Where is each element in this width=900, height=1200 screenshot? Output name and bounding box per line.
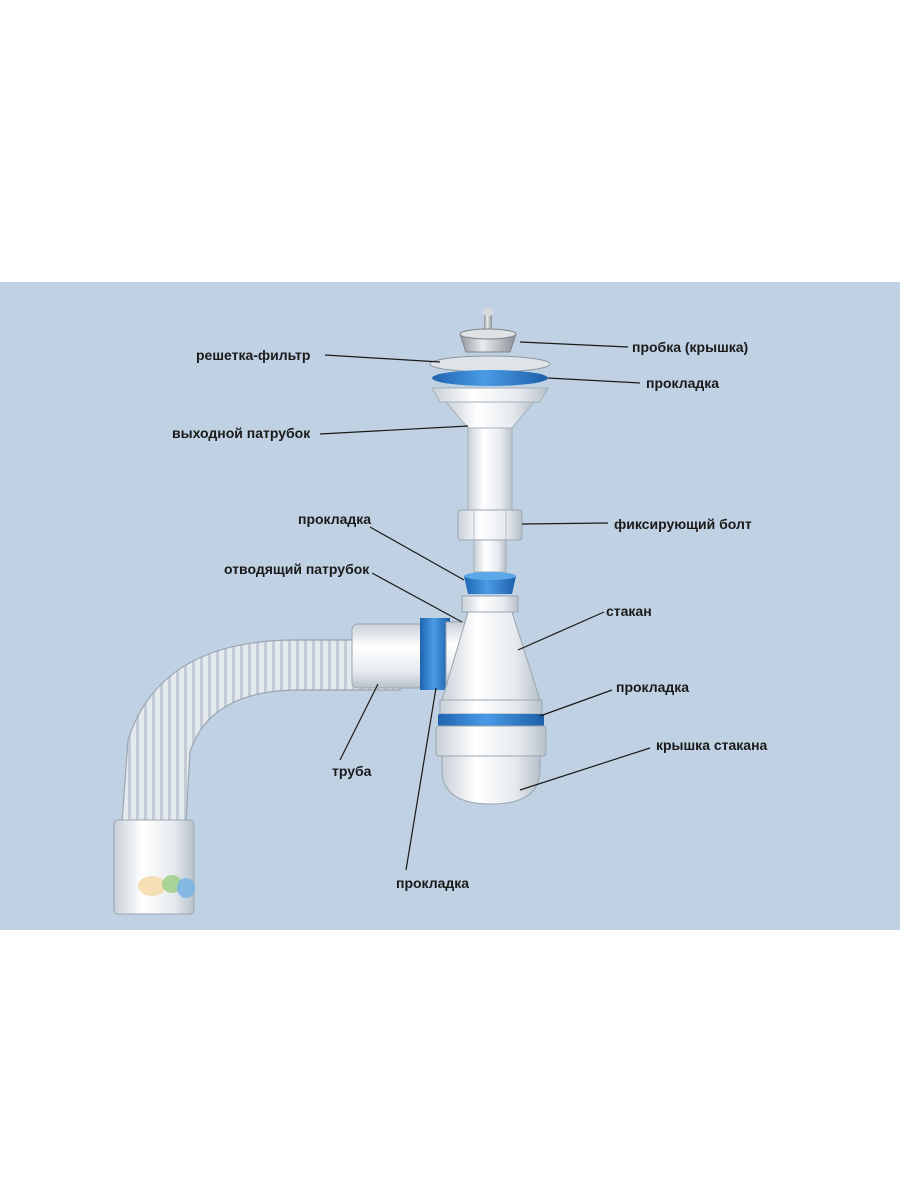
leader-cup	[518, 612, 604, 650]
leader-fixing-bolt	[522, 523, 608, 524]
label-branch-pipe: отводящий патрубок	[224, 561, 370, 577]
lower-gasket-part	[438, 714, 544, 726]
leader-gasket-bottom	[406, 688, 436, 870]
label-fixing-bolt: фиксирующий болт	[614, 516, 752, 532]
leader-grate	[325, 355, 440, 362]
label-gasket-bottom: прокладка	[396, 875, 469, 891]
label-outlet-pipe: выходной патрубок	[172, 425, 311, 441]
leader-gasket-mid	[370, 527, 464, 580]
label-cup-cap: крышка стакана	[656, 737, 768, 753]
leader-branch-pipe	[372, 573, 462, 622]
middle-gasket-part	[464, 572, 516, 594]
cup-part	[440, 596, 542, 714]
leader-gasket-lower	[540, 690, 612, 716]
leader-plug	[520, 342, 628, 347]
fixing-bolt-part	[458, 510, 522, 540]
leader-gasket-top	[548, 378, 640, 383]
outlet-pipe-part	[432, 388, 548, 572]
leader-pipe	[340, 684, 378, 760]
cup-cap-part	[436, 726, 546, 804]
label-plug: пробка (крышка)	[632, 339, 748, 355]
label-grate: решетка-фильтр	[196, 347, 310, 363]
label-gasket-mid: прокладка	[298, 511, 371, 527]
plug-part	[460, 308, 516, 352]
top-gasket-part	[432, 370, 548, 386]
label-gasket-lower: прокладка	[616, 679, 689, 695]
label-gasket-top: прокладка	[646, 375, 719, 391]
label-pipe: труба	[332, 763, 372, 779]
leader-outlet-pipe	[320, 426, 468, 434]
label-cup: стакан	[606, 603, 652, 619]
grate-filter-part	[430, 356, 550, 372]
